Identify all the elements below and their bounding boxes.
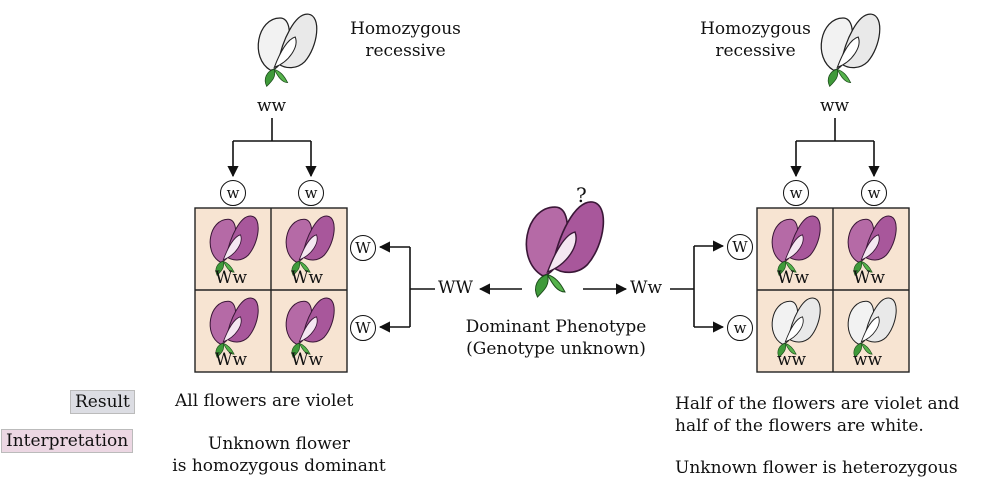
right-interpretation-text: Unknown flower is heterozygous	[675, 458, 958, 478]
right-result-line1: Half of the flowers are violet and	[675, 394, 960, 414]
right-side-gamete-2: w	[727, 315, 753, 341]
right-parent-flower-icon	[820, 13, 881, 88]
left-interpretation-line2: is homozygous dominant	[172, 456, 386, 476]
right-top-gamete-2: w	[861, 180, 887, 206]
result-tag: Result	[70, 390, 135, 414]
left-parent-connector	[227, 118, 317, 178]
left-result-text: All flowers are violet	[175, 391, 354, 411]
left-parent-genotype: ww	[257, 96, 287, 116]
left-parent-phenotype-line2: recessive	[365, 41, 446, 61]
right-side-gamete-1: W	[727, 234, 753, 260]
unknown-left-genotype: WW	[438, 278, 473, 298]
unknown-label: Dominant Phenotype (Genotype unknown)	[447, 316, 665, 360]
right-result-line2: half of the flowers are white.	[675, 416, 924, 436]
left-punnett-square	[194, 207, 348, 373]
left-interpretation-line1: Unknown flower	[208, 434, 350, 454]
right-parent-phenotype-line1: Homozygous	[700, 19, 811, 39]
left-interpretation: Unknown flower is homozygous dominant	[150, 433, 408, 477]
left-cell-4-genotype: Ww	[291, 350, 324, 370]
left-cell-2-genotype: Ww	[291, 268, 324, 288]
right-cell-3-genotype: ww	[777, 350, 807, 370]
left-parent-phenotype: Homozygous recessive	[333, 18, 478, 62]
unknown-label-line1: Dominant Phenotype	[465, 317, 647, 337]
right-parent-genotype: ww	[820, 96, 850, 116]
right-cell-4-genotype: ww	[853, 350, 883, 370]
center-arrows	[378, 240, 725, 333]
right-cell-1-genotype: Ww	[777, 268, 810, 288]
right-cell-2-genotype: Ww	[853, 268, 886, 288]
left-top-gamete-2: w	[298, 180, 324, 206]
right-parent-phenotype: Homozygous recessive	[683, 18, 828, 62]
left-side-gamete-1: W	[350, 235, 376, 261]
left-parent-phenotype-line1: Homozygous	[350, 19, 461, 39]
right-top-gamete-1: w	[783, 180, 809, 206]
unknown-flower-icon	[525, 201, 605, 298]
interpretation-tag: Interpretation	[1, 429, 134, 453]
unknown-right-genotype: Ww	[630, 278, 663, 298]
right-punnett-square	[756, 207, 910, 373]
left-parent-flower-icon	[257, 13, 318, 88]
left-side-gamete-2: W	[350, 315, 376, 341]
right-parent-connector	[790, 118, 880, 178]
unknown-label-line2: (Genotype unknown)	[466, 339, 646, 359]
left-cell-1-genotype: Ww	[215, 268, 248, 288]
unknown-question-mark: ?	[576, 183, 587, 207]
left-top-gamete-1: w	[220, 180, 246, 206]
left-cell-3-genotype: Ww	[215, 350, 248, 370]
right-parent-phenotype-line2: recessive	[715, 41, 796, 61]
right-result-text: Half of the flowers are violet and half …	[675, 393, 959, 437]
